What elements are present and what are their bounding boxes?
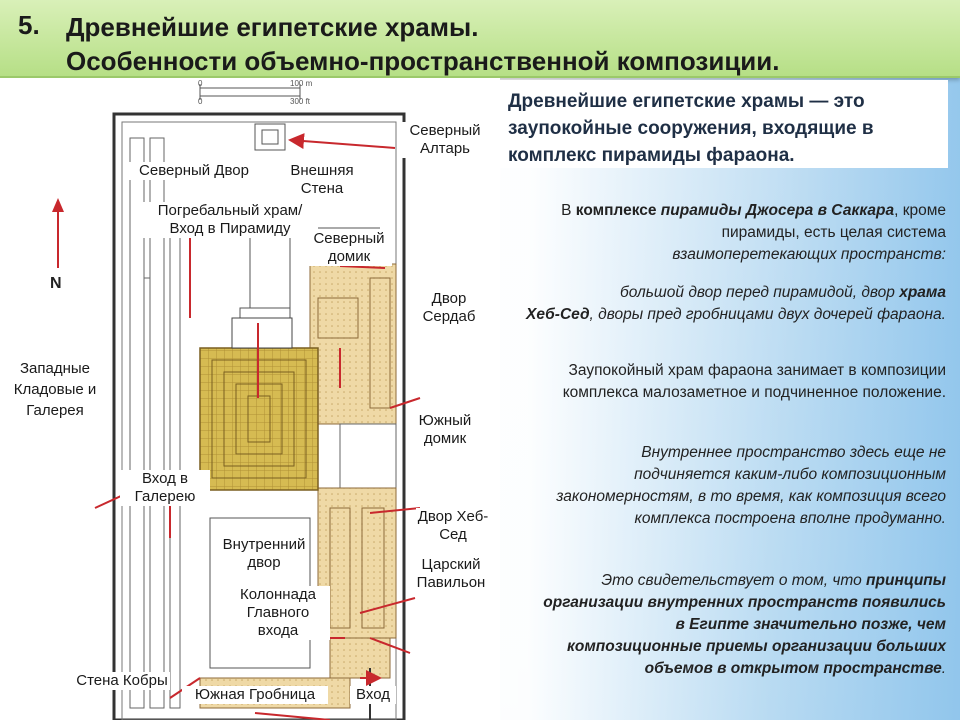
slide-title: Древнейшие египетские храмы. Особенности… (66, 10, 780, 78)
p1-italic: взаимоперетекающих пространств: (672, 246, 946, 263)
label-cobra-wall: Стена Кобры (74, 672, 170, 690)
p2-bold-italic-a: храма (899, 284, 946, 301)
p2-italic-d: , дворы пред гробницами двух дочерей фар… (589, 306, 946, 323)
colonnade-zone (329, 637, 391, 679)
north-label: N (50, 275, 62, 292)
label-west-storage: Западные Кладовые и Галерея (6, 358, 104, 421)
p5-bold-c: , чем композиционные приемы организации … (567, 616, 946, 677)
paragraph-1: В комплексе пирамиды Джосера в Саккара, … (516, 200, 946, 266)
label-south-tomb: Южная Гробница (182, 686, 328, 704)
scale-zero-a: 0 (198, 79, 203, 88)
heb-sed-court-zone (317, 487, 397, 639)
p2-bold-italic-b: Хеб-Сед (526, 306, 590, 323)
p4-text: Внутреннее пространство здесь еще не под… (556, 444, 946, 527)
label-north-house: Северный домик (306, 230, 392, 266)
title-line-1: Древнейшие египетские храмы. (66, 12, 479, 42)
label-north-altar: Северный Алтарь (398, 122, 492, 158)
label-entrance: Вход (350, 686, 396, 704)
funerary-temple (231, 317, 293, 349)
slide-header: 5. Древнейшие египетские храмы. Особенно… (0, 0, 960, 78)
p1-text-d: , кроме пирамиды, есть целая система (721, 202, 946, 241)
p2-italic-a: большой двор перед пирамидой, двор (620, 284, 900, 301)
scale-100m: 100 m (290, 79, 313, 88)
paragraph-4: Внутреннее пространство здесь еще не под… (542, 442, 946, 530)
lead-text-box: Древнейшие египетские храмы — это заупок… (496, 80, 948, 168)
site-plan: 0 0 100 m 300 ft N (0, 78, 500, 722)
label-royal-pavilion: Царский Павильон (414, 556, 488, 592)
label-colonnade: Колоннада Главного входа (226, 586, 330, 640)
north-house-court (369, 277, 391, 409)
scale-bar (199, 84, 301, 100)
p5-text-d: . (941, 660, 946, 677)
label-gallery-entrance: Вход в Галерею (120, 470, 210, 506)
label-north-court: Северный Двор (124, 162, 264, 180)
label-outer-wall: Внешняя Стена (280, 162, 364, 198)
label-serdab-court: Двор Сердаб (418, 290, 480, 326)
label-funerary-temple: Погребальный храм/ Вход в Пирамиду (142, 202, 318, 238)
paragraph-5: Это свидетельствует о том, что принципы … (538, 570, 946, 680)
paragraph-3: Заупокойный храм фараона занимает в комп… (546, 360, 946, 404)
title-line-2: Особенности объемно-пространственной ком… (66, 46, 780, 76)
p1-bold-italic: пирамиды Джосера в Саккара (660, 202, 895, 219)
scale-300ft: 300 ft (290, 97, 311, 106)
lead-text: Древнейшие египетские храмы — это заупок… (508, 91, 874, 166)
north-house-zone (309, 263, 397, 425)
paragraph-2: большой двор перед пирамидой, двор храма… (516, 282, 946, 326)
p5-bold-b: принципы организации внутренних простран… (543, 572, 946, 633)
label-south-house: Южный домик (412, 412, 478, 448)
scale-zero-b: 0 (198, 97, 203, 106)
label-inner-court: Внутренний двор (220, 536, 308, 572)
label-heb-sed-court: Двор Хеб-Сед (416, 508, 490, 544)
p5-text-a: Это свидетельствует о том, что (601, 572, 867, 589)
p1-text-a: В (561, 202, 576, 219)
p1-bold: комплексе (575, 202, 661, 219)
p3-text: Заупокойный храм фараона занимает в комп… (562, 362, 946, 401)
north-house (317, 297, 359, 339)
slide-number: 5. (18, 10, 40, 40)
north-arrow-icon (52, 198, 64, 268)
